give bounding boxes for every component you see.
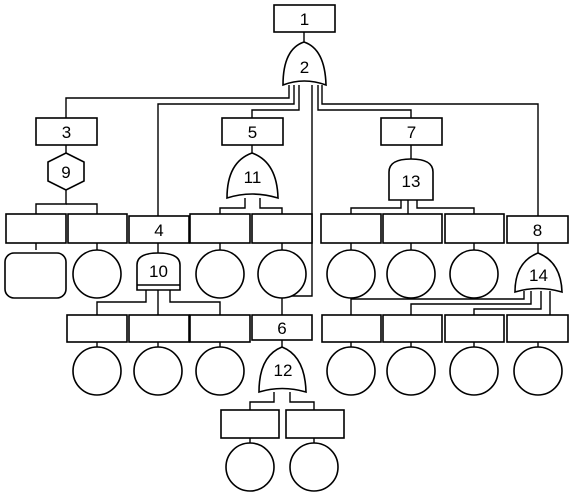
or-gate-12: 12 <box>258 346 307 394</box>
event-1-label: 1 <box>300 10 309 29</box>
gate-14-label: 14 <box>529 266 548 285</box>
event-1: 1 <box>273 4 336 33</box>
event-7: 7 <box>380 117 443 146</box>
undeveloped-event <box>4 252 67 299</box>
event-box <box>67 213 128 244</box>
event-5-label: 5 <box>248 123 257 142</box>
event-3-label: 3 <box>62 123 71 142</box>
event-box <box>506 314 569 343</box>
gate-9-label: 9 <box>61 163 70 182</box>
event-box <box>128 314 190 343</box>
event-box <box>189 314 251 343</box>
event-8-label: 8 <box>533 221 542 240</box>
gate-11-label: 11 <box>244 168 262 187</box>
basic-event-circle <box>257 249 307 299</box>
basic-events-row-3 <box>225 442 339 492</box>
basic-events-row-1 <box>4 249 499 299</box>
or-gate-11: 11 <box>226 152 279 200</box>
gate-12-label: 12 <box>274 361 293 380</box>
event-8: 8 <box>506 215 569 244</box>
basic-event-circle <box>326 346 376 396</box>
event-4-label: 4 <box>154 221 163 240</box>
or-gate-2: 2 <box>282 41 327 87</box>
basic-event-circle <box>386 249 436 299</box>
row-boxes-1 <box>5 213 505 244</box>
gate-2-label: 2 <box>300 58 309 77</box>
event-box <box>220 409 280 439</box>
and-gate-13: 13 <box>388 158 434 201</box>
event-box <box>251 213 313 244</box>
event-box <box>382 213 443 244</box>
event-box <box>5 213 67 244</box>
event-box <box>285 409 345 439</box>
basic-event-circle <box>195 249 245 299</box>
basic-event-circle <box>289 442 339 492</box>
and-gate-10: 10 <box>136 252 181 291</box>
event-box <box>444 314 505 343</box>
basic-event-circle <box>72 249 122 299</box>
or-gate-14: 14 <box>514 252 563 294</box>
event-box <box>189 213 251 244</box>
event-5: 5 <box>221 117 284 146</box>
basic-event-circle <box>326 249 376 299</box>
connector-lines <box>35 32 551 443</box>
row-boxes-2 <box>66 314 569 343</box>
event-4: 4 <box>128 215 190 244</box>
basic-event-circle <box>449 346 499 396</box>
row-boxes-3 <box>220 409 345 439</box>
basic-event-circle <box>449 249 499 299</box>
basic-events-row-2 <box>72 346 563 396</box>
event-box <box>320 213 382 244</box>
event-3: 3 <box>35 117 98 146</box>
basic-event-circle <box>72 346 122 396</box>
event-box <box>382 314 443 343</box>
basic-event-circle <box>225 442 275 492</box>
hexagon-gate-9: 9 <box>47 152 85 191</box>
gate-13-label: 13 <box>402 172 421 191</box>
event-box <box>321 314 382 343</box>
event-7-label: 7 <box>407 123 416 142</box>
basic-event-circle <box>195 346 245 396</box>
event-box <box>66 314 128 343</box>
event-box <box>444 213 505 244</box>
gate-10-label: 10 <box>149 262 168 281</box>
event-6-label: 6 <box>277 319 286 338</box>
event-6: 6 <box>251 314 313 341</box>
basic-event-circle <box>133 346 183 396</box>
basic-event-circle <box>513 346 563 396</box>
basic-event-circle <box>386 346 436 396</box>
